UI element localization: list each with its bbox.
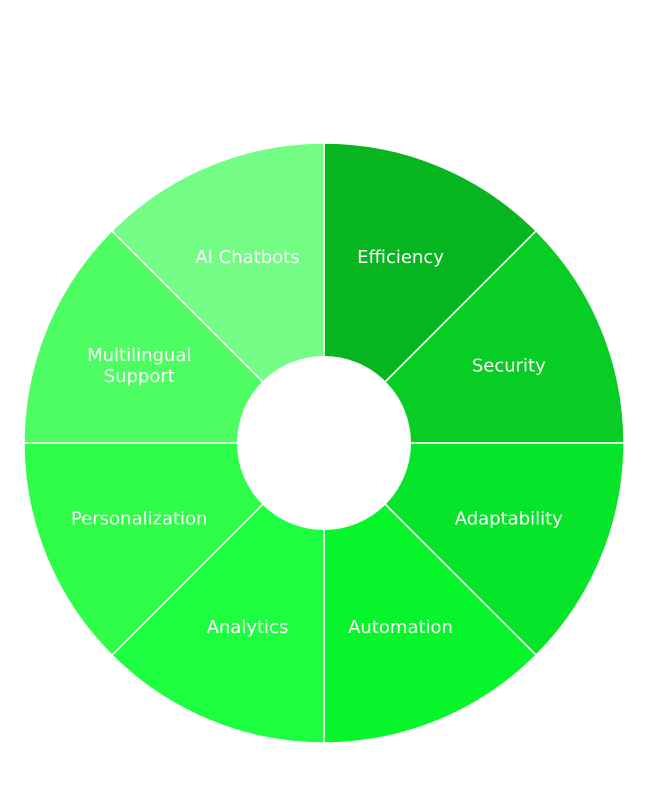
segment-label: Efficiency [357,247,444,268]
segment-label-line: Efficiency [357,247,444,268]
segment-label: AI Chatbots [195,247,299,268]
wheel-segment-analytics [110,441,325,744]
segment-label-line: Personalization [71,509,207,530]
segment-label: Automation [348,617,453,638]
wheel-segment-multilingual-support [23,229,326,444]
segment-label-line: Support [104,366,175,387]
wheel-segment-efficiency [323,142,538,445]
wheel-segments [23,142,625,744]
segment-label: Personalization [71,509,207,530]
wheel-labels: EfficiencySecurityAdaptabilityAutomation… [71,247,563,638]
segment-label-line: Security [472,355,546,376]
segment-label: Analytics [207,617,289,638]
wheel-segment-security [322,229,625,444]
wheel-segment-ai chatbots [110,142,325,445]
wheel-segment-automation [323,441,538,744]
segment-label-line: AI Chatbots [195,247,299,268]
segment-label-line: Analytics [207,617,289,638]
segment-label: Adaptability [455,509,563,530]
segment-label-line: Automation [348,617,453,638]
wheel-segment-personalization [23,442,326,657]
wheel-segment-adaptability [322,442,625,657]
segment-label: Security [472,355,546,376]
center-hole [237,356,411,530]
segment-label-line: Multilingual [87,345,191,366]
segment-label-line: Adaptability [455,509,563,530]
